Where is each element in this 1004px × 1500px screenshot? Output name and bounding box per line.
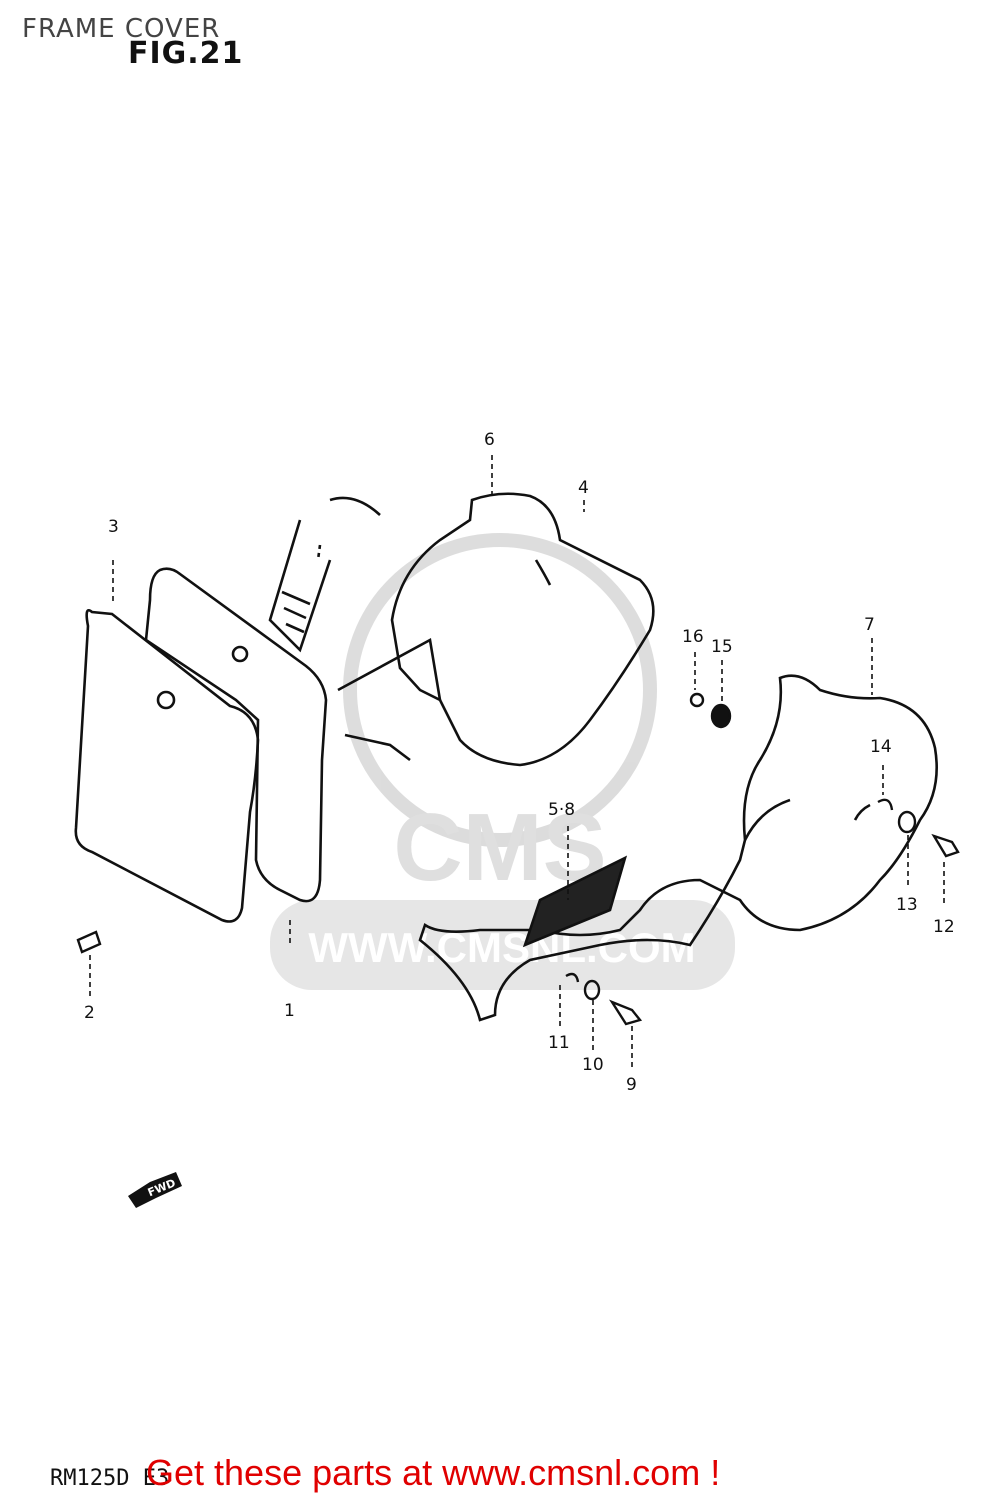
section-title: FRAME COVER	[22, 14, 221, 44]
callout-5-8: 5·8	[548, 800, 575, 820]
watermark: CMS WWW.CMSNL.COM	[270, 533, 735, 990]
callout-12: 12	[933, 917, 955, 937]
part-side-number-plate	[74, 608, 260, 923]
callout-11: 11	[548, 1033, 570, 1053]
callouts: 3 6 4 7 16 15 14 5·8 13 12 2 1 11 10 9	[84, 430, 955, 1095]
callout-1: 1	[284, 1001, 295, 1021]
watermark-ring	[343, 533, 657, 847]
forward-direction-icon: FWD	[128, 1172, 182, 1208]
part-frame-cover-left	[144, 519, 332, 903]
callout-10: 10	[582, 1055, 604, 1075]
model-code: RM125D E3	[50, 1466, 170, 1491]
callout-9: 9	[626, 1075, 637, 1095]
part-frame-cover-rear	[418, 674, 938, 1022]
fasteners	[76, 692, 960, 1026]
watermark-url: WWW.CMSNL.COM	[308, 924, 695, 971]
callout-14: 14	[870, 737, 892, 757]
promo-link[interactable]: Get these parts at www.cmsnl.com !	[146, 1452, 721, 1493]
watermark-logo: CMS	[393, 794, 606, 901]
watermark-banner	[270, 900, 735, 990]
callout-3: 3	[108, 517, 119, 537]
part-air-cleaner-cover	[329, 492, 655, 767]
callout-15: 15	[711, 637, 733, 657]
callout-6: 6	[484, 430, 495, 450]
leader-lines	[89, 455, 945, 1070]
callout-13: 13	[896, 895, 918, 915]
forward-label: FWD	[146, 1176, 178, 1199]
callout-7: 7	[864, 615, 875, 635]
figure-label: FIG.21	[128, 36, 244, 71]
callout-2: 2	[84, 1003, 95, 1023]
callout-4: 4	[578, 478, 589, 498]
callout-16: 16	[682, 627, 704, 647]
